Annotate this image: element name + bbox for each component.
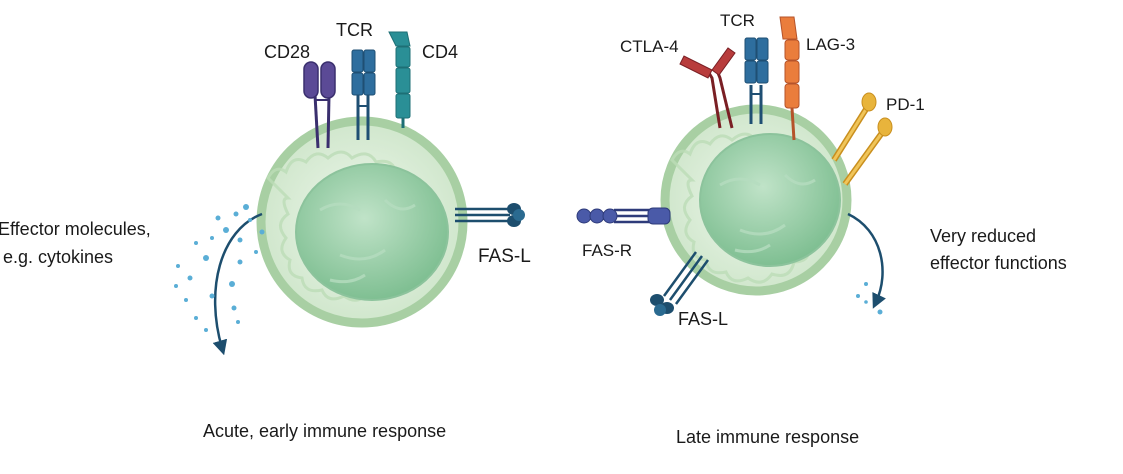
effector-label-line2: e.g. cytokines — [3, 247, 113, 267]
early-t-cell — [256, 116, 468, 328]
tcr-label-right: TCR — [720, 11, 755, 30]
tcr-receptor-left — [351, 49, 376, 140]
ctla4-label: CTLA-4 — [620, 37, 679, 56]
cytokine-dots — [174, 204, 265, 332]
left-cell-nucleus — [295, 163, 449, 301]
right-cell-nucleus — [699, 133, 841, 267]
lag3-receptor — [779, 16, 800, 141]
late-response-caption: Late immune response — [676, 427, 859, 447]
effector-arrow — [212, 212, 263, 356]
late-t-cell — [660, 104, 852, 296]
fas-l-label-right: FAS-L — [678, 309, 728, 329]
reduced-cytokine-dots — [856, 282, 883, 315]
fas-r-label: FAS-R — [582, 241, 632, 260]
early-response-caption: Acute, early immune response — [203, 421, 446, 441]
effector-label-line1: Effector molecules, — [0, 219, 151, 239]
pd1-receptors — [831, 92, 893, 186]
fas-r-receptor — [576, 207, 671, 225]
reduced-effect-line1: Very reduced — [930, 226, 1036, 246]
fas-l-left — [455, 203, 525, 227]
cd4-receptor — [388, 31, 411, 128]
fas-l-label-left: FAS-L — [478, 246, 531, 267]
reduced-effector-release — [847, 212, 886, 315]
tcr-receptor-right — [744, 37, 769, 124]
cd4-label: CD4 — [422, 42, 458, 62]
pd1-label: PD-1 — [886, 95, 925, 114]
fas-l-right — [650, 251, 710, 316]
lag3-label: LAG-3 — [806, 35, 855, 54]
effector-release — [174, 204, 265, 356]
reduced-effect-line2: effector functions — [930, 253, 1067, 273]
ctla4-receptor — [679, 47, 736, 129]
tcr-label-left: TCR — [336, 20, 373, 40]
cd28-label: CD28 — [264, 42, 310, 62]
reduced-effector-arrow — [847, 212, 886, 309]
cd28-receptor — [303, 61, 336, 149]
